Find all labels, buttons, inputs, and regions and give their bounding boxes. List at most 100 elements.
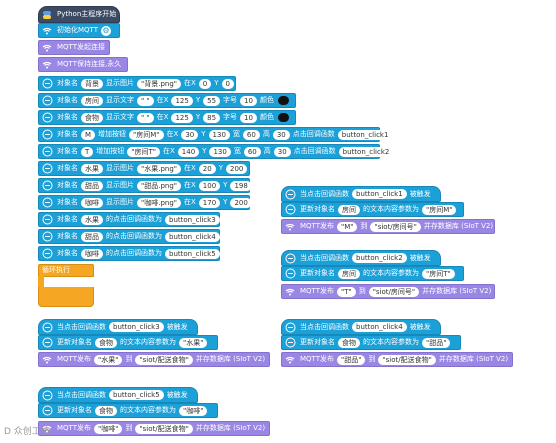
- y-field[interactable]: 55: [203, 95, 221, 106]
- image-file-field[interactable]: "咖啡.png": [137, 197, 181, 208]
- init-mqtt-block[interactable]: 初始化MQTT ⚙: [38, 23, 120, 38]
- add-button-block[interactable]: 对象名 M 增加按钮 "房间M" 在X 30 Y 130 宽 60 高 30 点…: [38, 127, 393, 142]
- object-name-field[interactable]: 食物: [81, 112, 103, 123]
- topic-field[interactable]: "siot/房间号": [368, 286, 420, 297]
- y-field[interactable]: 85: [203, 112, 221, 123]
- text-value-field[interactable]: "房间T": [422, 268, 455, 279]
- height-field[interactable]: 30: [272, 129, 290, 140]
- x-field[interactable]: 20: [198, 163, 216, 174]
- add-button-block[interactable]: 对象名 T 增加按钮 "房间T" 在X 140 Y 130 宽 60 高 30 …: [38, 144, 394, 159]
- x-field[interactable]: 125: [171, 112, 193, 123]
- text-value-field[interactable]: "水果": [179, 337, 208, 348]
- object-name-field[interactable]: 水果: [81, 214, 103, 225]
- object-name-field[interactable]: 咖啡: [81, 197, 103, 208]
- image-file-field[interactable]: "背景.png": [137, 78, 181, 89]
- y-field[interactable]: 200: [230, 197, 252, 208]
- font-size-field[interactable]: 10: [240, 95, 257, 106]
- callback-field[interactable]: button_click5: [165, 248, 220, 259]
- object-name-field[interactable]: 食物: [95, 337, 117, 348]
- x-field[interactable]: 140: [177, 146, 200, 157]
- callback-field[interactable]: button_click3: [165, 214, 220, 225]
- mqtt-publish-block[interactable]: MQTT发布 "水果" 到 "siot/配送食物" 并存数据库 (SIoT V2…: [38, 352, 270, 367]
- gear-icon[interactable]: ⚙: [100, 25, 111, 36]
- show-text-block[interactable]: 对象名 房间 显示文字 " " 在X 125 Y 55 字号 10 颜色: [38, 93, 296, 108]
- text-field[interactable]: " ": [137, 112, 154, 123]
- object-name-field[interactable]: M: [81, 129, 96, 140]
- x-field[interactable]: 30: [181, 129, 199, 140]
- show-image-block[interactable]: 对象名 背景 显示图片 "背景.png" 在X 0 Y 0: [38, 76, 236, 91]
- update-text-block[interactable]: 更新对象名 食物 的文本内容参数为 "甜品": [281, 335, 461, 350]
- object-name-field[interactable]: 水果: [81, 163, 103, 174]
- callback-hat-block[interactable]: 当点击回调函数 button_click1 被触发: [281, 186, 441, 202]
- message-field[interactable]: "甜品": [336, 354, 366, 365]
- message-field[interactable]: "水果": [93, 354, 123, 365]
- object-name-field[interactable]: 甜品: [81, 180, 103, 191]
- show-text-block[interactable]: 对象名 食物 显示文字 " " 在X 125 Y 85 字号 10 颜色: [38, 110, 296, 125]
- text-value-field[interactable]: "房间M": [422, 204, 457, 215]
- set-callback-block[interactable]: 对象名 甜品 的点击回调函数为 button_click4: [38, 229, 220, 244]
- update-text-block[interactable]: 更新对象名 房间 的文本内容参数为 "房间M": [281, 202, 464, 217]
- topic-field[interactable]: "siot/房间号": [370, 221, 421, 232]
- mqtt-publish-block[interactable]: MQTT发布 "M" 到 "siot/房间号" 并存数据库 (SIoT V2): [281, 219, 495, 234]
- loop-block[interactable]: 循环执行: [38, 264, 94, 277]
- callback-field[interactable]: button_click2: [352, 253, 407, 263]
- show-image-block[interactable]: 对象名 咖啡 显示图片 "咖啡.png" 在X 170 Y 200: [38, 195, 252, 210]
- object-name-field[interactable]: 背景: [81, 78, 103, 89]
- callback-hat-block[interactable]: 当点击回调函数 button_click5 被触发: [38, 387, 198, 403]
- set-callback-block[interactable]: 对象名 水果 的点击回调函数为 button_click3: [38, 212, 220, 227]
- y-field[interactable]: 198: [230, 180, 252, 191]
- image-file-field[interactable]: "水果.png": [137, 163, 181, 174]
- update-text-block[interactable]: 更新对象名 食物 的文本内容参数为 "咖啡": [38, 403, 218, 418]
- text-value-field[interactable]: "甜品": [422, 337, 451, 348]
- message-field[interactable]: "T": [336, 286, 356, 297]
- object-name-field[interactable]: 食物: [338, 337, 360, 348]
- message-field[interactable]: "咖啡": [93, 423, 123, 434]
- topic-field[interactable]: "siot/配送食物": [378, 354, 436, 365]
- height-field[interactable]: 30: [273, 146, 291, 157]
- image-file-field[interactable]: "甜品.png": [137, 180, 181, 191]
- callback-hat-block[interactable]: 当点击回调函数 button_click2 被触发: [281, 250, 441, 266]
- text-value-field[interactable]: "咖啡": [179, 405, 208, 416]
- callback-field[interactable]: button_click4: [165, 231, 220, 242]
- x-field[interactable]: 125: [171, 95, 193, 106]
- topic-field[interactable]: "siot/配送食物": [135, 423, 193, 434]
- object-name-field[interactable]: 房间: [338, 268, 360, 279]
- mqtt-keep-block[interactable]: MQTT保持连接,永久: [38, 57, 128, 72]
- callback-hat-block[interactable]: 当点击回调函数 button_click3 被触发: [38, 319, 198, 335]
- python-main-start-hat[interactable]: Python主程序开始: [38, 6, 120, 23]
- y-field[interactable]: 130: [209, 146, 231, 157]
- message-field[interactable]: "M": [336, 221, 358, 232]
- object-name-field[interactable]: 咖啡: [81, 248, 103, 259]
- mqtt-connect-block[interactable]: MQTT发起连接: [38, 40, 110, 55]
- callback-hat-block[interactable]: 当点击回调函数 button_click4 被触发: [281, 319, 441, 335]
- width-field[interactable]: 60: [242, 129, 260, 140]
- x-field[interactable]: 170: [198, 197, 221, 208]
- update-text-block[interactable]: 更新对象名 食物 的文本内容参数为 "水果": [38, 335, 218, 350]
- update-text-block[interactable]: 更新对象名 房间 的文本内容参数为 "房间T": [281, 266, 464, 281]
- callback-field[interactable]: button_click5: [109, 390, 164, 400]
- set-callback-block[interactable]: 对象名 咖啡 的点击回调函数为 button_click5: [38, 246, 220, 261]
- object-name-field[interactable]: 房间: [338, 204, 360, 215]
- callback-field[interactable]: button_click4: [352, 322, 407, 332]
- button-text-field[interactable]: "房间T": [127, 146, 160, 157]
- font-size-field[interactable]: 10: [240, 112, 257, 123]
- object-name-field[interactable]: 甜品: [81, 231, 103, 242]
- object-name-field[interactable]: T: [81, 146, 94, 157]
- button-text-field[interactable]: "房间M": [129, 129, 164, 140]
- topic-field[interactable]: "siot/配送食物": [135, 354, 193, 365]
- y-field[interactable]: 0: [221, 78, 235, 89]
- color-picker[interactable]: [277, 96, 289, 105]
- text-field[interactable]: " ": [137, 95, 154, 106]
- x-field[interactable]: 0: [198, 78, 212, 89]
- show-image-block[interactable]: 对象名 甜品 显示图片 "甜品.png" 在X 100 Y 198: [38, 178, 252, 193]
- width-field[interactable]: 60: [243, 146, 261, 157]
- callback-field[interactable]: button_click2: [338, 146, 394, 157]
- callback-field[interactable]: button_click3: [109, 322, 164, 332]
- mqtt-publish-block[interactable]: MQTT发布 "T" 到 "siot/房间号" 并存数据库 (SIoT V2): [281, 284, 495, 299]
- y-field[interactable]: 200: [226, 163, 248, 174]
- object-name-field[interactable]: 食物: [95, 405, 117, 416]
- object-name-field[interactable]: 房间: [81, 95, 103, 106]
- mqtt-publish-block[interactable]: MQTT发布 "咖啡" 到 "siot/配送食物" 并存数据库 (SIoT V2…: [38, 421, 270, 436]
- callback-field[interactable]: button_click1: [337, 129, 393, 140]
- show-image-block[interactable]: 对象名 水果 显示图片 "水果.png" 在X 20 Y 200: [38, 161, 250, 176]
